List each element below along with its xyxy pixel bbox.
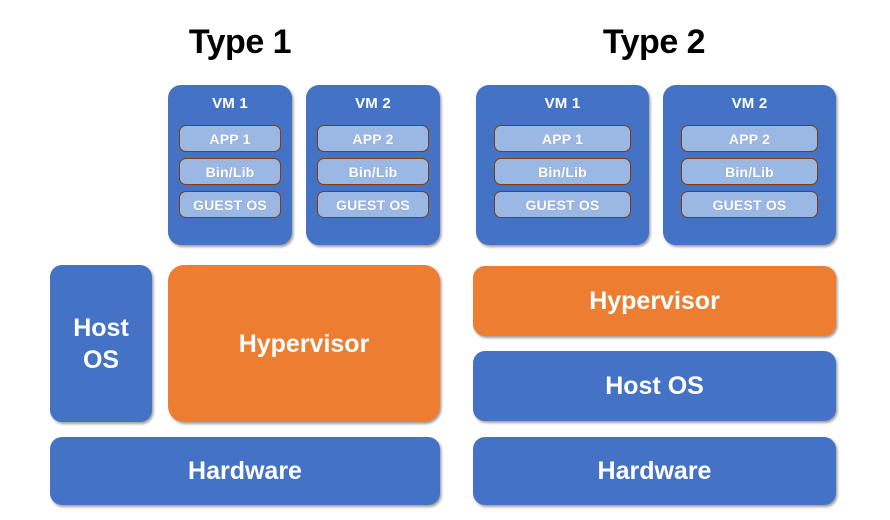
type2-hypervisor-block: Hypervisor <box>473 266 836 336</box>
type1-host-os-block: Host OS <box>50 265 152 422</box>
type2-hardware-block: Hardware <box>473 437 836 505</box>
type1-vm1-guestos-row: GUEST OS <box>179 191 281 218</box>
type2-vm1-label: VM 1 <box>544 95 581 112</box>
type1-vm2-app-row: APP 2 <box>317 125 429 152</box>
type2-host-os-block: Host OS <box>473 351 836 421</box>
type2-hypervisor-label: Hypervisor <box>589 287 720 315</box>
type2-hardware-label: Hardware <box>597 457 712 485</box>
type1-vm1-app-row: APP 1 <box>179 125 281 152</box>
type1-vm2-binlib-row: Bin/Lib <box>317 158 429 185</box>
type1-hypervisor-label: Hypervisor <box>238 329 370 358</box>
type1-vm2-rows: APP 2 Bin/Lib GUEST OS <box>317 125 429 218</box>
type2-vm2-guestos-row: GUEST OS <box>681 191 818 218</box>
type2-host-os-label: Host OS <box>605 372 704 400</box>
type2-title: Type 2 <box>602 23 706 61</box>
type2-vm2-app-row: APP 2 <box>681 125 818 152</box>
type1-vm2-guestos-row: GUEST OS <box>317 191 429 218</box>
type2-vm1-rows: APP 1 Bin/Lib GUEST OS <box>494 125 631 218</box>
type1-hardware-label: Hardware <box>188 457 302 485</box>
type1-vm1-box: VM 1 APP 1 Bin/Lib GUEST OS <box>168 85 292 245</box>
type1-vm1-label: VM 1 <box>212 95 248 112</box>
type1-hypervisor-block: Hypervisor <box>168 265 440 422</box>
type2-vm2-rows: APP 2 Bin/Lib GUEST OS <box>681 125 818 218</box>
type1-host-os-label-line2: OS <box>82 345 120 374</box>
type2-vm1-box: VM 1 APP 1 Bin/Lib GUEST OS <box>476 85 649 245</box>
type1-hardware-block: Hardware <box>50 437 440 505</box>
type2-vm2-label: VM 2 <box>731 95 768 112</box>
type2-vm1-guestos-row: GUEST OS <box>494 191 631 218</box>
type2-vm1-app-row: APP 1 <box>494 125 631 152</box>
type1-vm2-label: VM 2 <box>355 95 391 112</box>
type2-vm2-box: VM 2 APP 2 Bin/Lib GUEST OS <box>663 85 836 245</box>
type1-host-os-label-line1: Host <box>73 313 129 342</box>
type1-vm1-rows: APP 1 Bin/Lib GUEST OS <box>179 125 281 218</box>
type1-vm2-box: VM 2 APP 2 Bin/Lib GUEST OS <box>306 85 440 245</box>
type2-vm2-binlib-row: Bin/Lib <box>681 158 818 185</box>
type1-title: Type 1 <box>188 23 292 61</box>
type2-vm1-binlib-row: Bin/Lib <box>494 158 631 185</box>
type1-vm1-binlib-row: Bin/Lib <box>179 158 281 185</box>
